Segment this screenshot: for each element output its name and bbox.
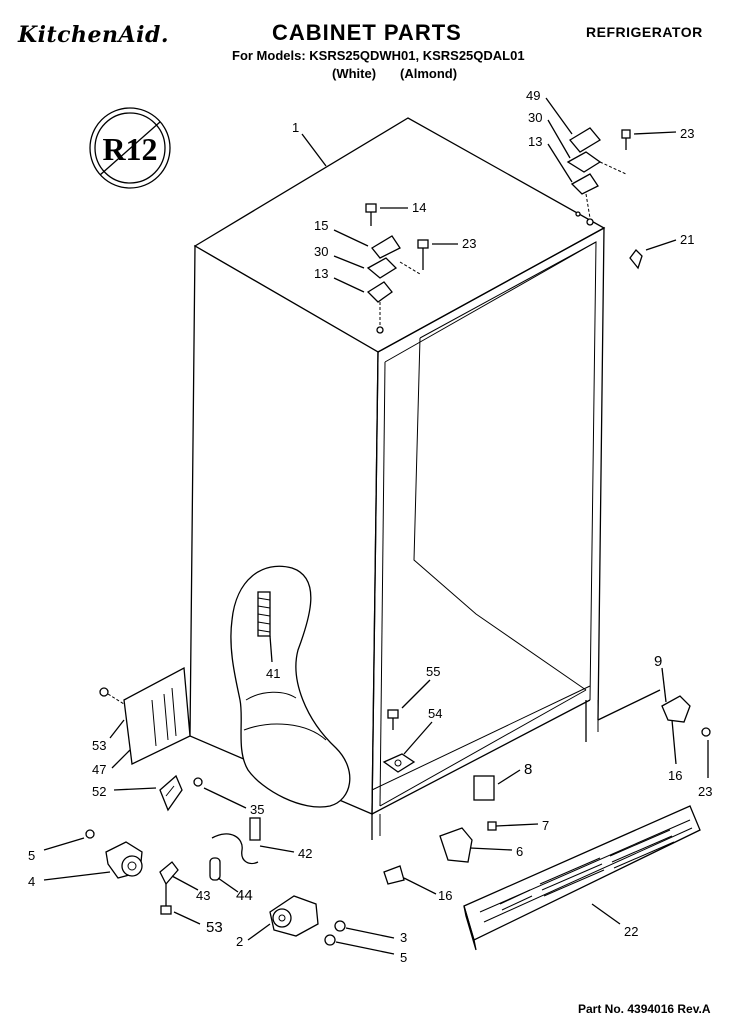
callout-52: 52 <box>92 784 106 799</box>
callout-15: 15 <box>314 218 328 233</box>
callout-7: 7 <box>542 818 549 833</box>
callout-9: 9 <box>654 653 662 670</box>
callout-44: 44 <box>236 887 253 904</box>
bracket-9 <box>661 695 711 737</box>
part-54-55 <box>382 709 416 773</box>
variant-almond: (Almond) <box>400 66 458 81</box>
category-label: REFRIGERATOR <box>586 24 703 40</box>
callout-5: 5 <box>28 848 35 863</box>
callout-23-right: 23 <box>680 126 694 141</box>
callout-16-lower: 16 <box>438 888 452 903</box>
callout-3: 3 <box>400 930 407 945</box>
callout-22: 22 <box>624 924 638 939</box>
callout-2: 2 <box>236 934 243 949</box>
callout-35: 35 <box>250 802 264 817</box>
callout-13: 13 <box>314 266 328 281</box>
part-8 <box>473 775 495 801</box>
callout-53: 53 <box>92 738 106 753</box>
callout-47: 47 <box>92 762 106 777</box>
rear-bracket-47 <box>99 666 191 765</box>
callout-42: 42 <box>298 846 312 861</box>
callout-8: 8 <box>524 761 532 778</box>
callout-4: 4 <box>28 874 35 889</box>
bracket-52 <box>159 774 203 812</box>
leader-lines <box>43 97 709 955</box>
callout-30-right: 30 <box>528 110 542 125</box>
variant-white: (White) <box>332 66 377 81</box>
callout-49: 49 <box>526 88 540 103</box>
callout-30: 30 <box>314 244 328 259</box>
callout-23-lower: 23 <box>698 784 712 799</box>
center-hinge-parts <box>365 203 429 334</box>
part-6-7 <box>439 821 497 863</box>
right-hinge-parts <box>566 127 643 270</box>
r12-badge: R12 <box>89 107 171 189</box>
callout-14: 14 <box>412 200 426 215</box>
callout-21: 21 <box>680 232 694 247</box>
callout-labels: 1 14 15 30 23 13 49 30 13 23 21 41 55 54… <box>28 88 712 965</box>
callout-43: 43 <box>196 888 210 903</box>
callout-1: 1 <box>292 120 299 135</box>
roller-assembly-right <box>269 895 346 946</box>
callout-54: 54 <box>428 706 442 721</box>
callout-55: 55 <box>426 664 440 679</box>
grille-22 <box>463 805 701 951</box>
models-line: For Models: KSRS25QDWH01, KSRS25QDAL01 <box>232 48 525 63</box>
roller-assembly-left <box>85 817 261 915</box>
callout-23: 23 <box>462 236 476 251</box>
callout-5-lower: 5 <box>400 950 407 965</box>
part-number: Part No. 4394016 Rev.A <box>578 1002 711 1016</box>
part-16-lower <box>383 865 405 885</box>
callout-6: 6 <box>516 844 523 859</box>
r12-badge-text: R12 <box>102 131 157 167</box>
callout-41: 41 <box>266 666 280 681</box>
part-41-spring <box>257 591 271 637</box>
callout-53-lower: 53 <box>206 919 223 936</box>
callout-16: 16 <box>668 768 682 783</box>
callout-13-right: 13 <box>528 134 542 149</box>
brand-logo: KitchenAid. <box>18 22 169 48</box>
cabinet-shell <box>189 117 661 840</box>
page-title: CABINET PARTS <box>272 20 462 45</box>
